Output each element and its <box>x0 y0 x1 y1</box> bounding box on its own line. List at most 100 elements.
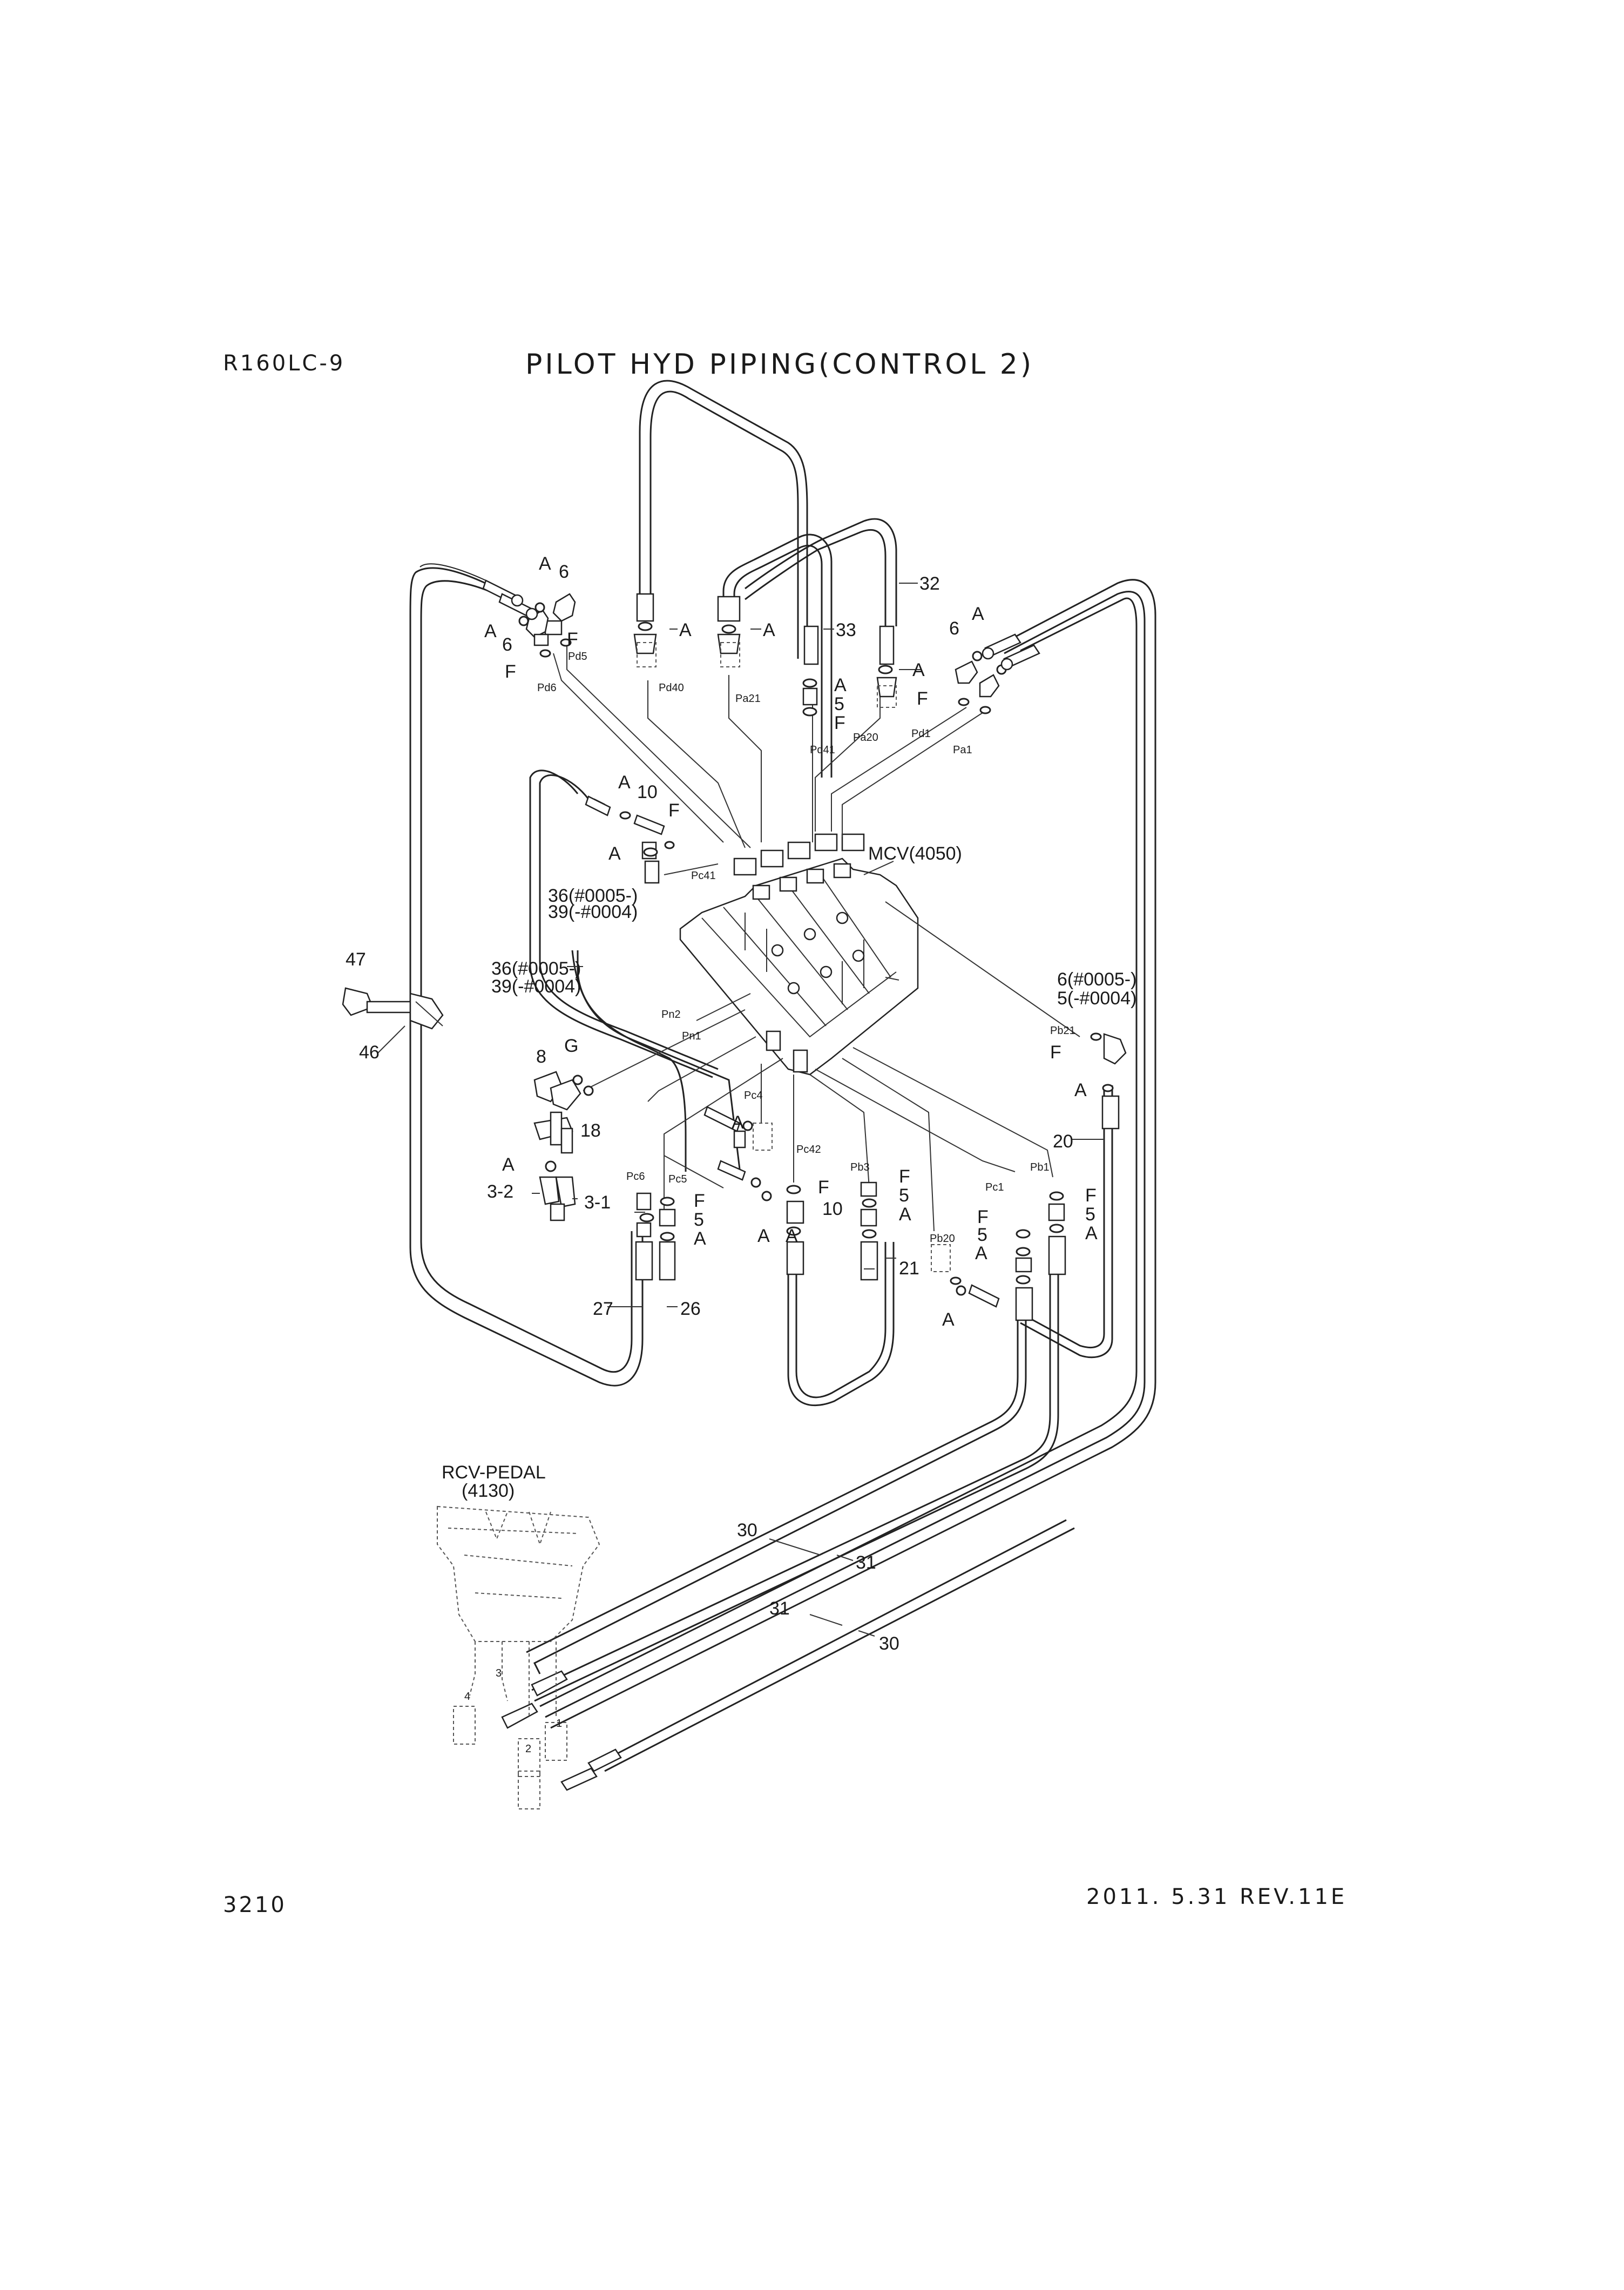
callout-30: 30 <box>879 1633 899 1654</box>
mcv-label: MCV(4050) <box>868 843 962 864</box>
callout-F: F <box>1050 1042 1061 1063</box>
pedal-port-2: 2 <box>525 1743 531 1755</box>
callout-A: A <box>679 620 692 640</box>
callout-21: 21 <box>899 1258 919 1279</box>
page-title: PILOT HYD PIPING(CONTROL 2) <box>525 348 1034 381</box>
callout-36: 36(#0005-) <box>548 886 638 906</box>
callout-6-rev: 6(#0005-) <box>1057 969 1136 990</box>
callout-33: 33 <box>836 620 856 640</box>
port-pb3: Pb3 <box>850 1161 870 1173</box>
callout-3-1: 3-1 <box>584 1192 611 1213</box>
callout-A: A <box>942 1309 955 1330</box>
callout-8: 8 <box>536 1046 546 1067</box>
callout-A: A <box>608 843 621 864</box>
callout-A: A <box>484 621 497 641</box>
rcv-pedal <box>437 1505 600 1809</box>
callout-18: 18 <box>580 1120 601 1141</box>
port-pd41: Pd41 <box>810 744 835 756</box>
callout-G: G <box>564 1036 578 1056</box>
callout-6: 6 <box>949 618 959 639</box>
port-pd1: Pd1 <box>911 728 931 740</box>
callout-39: 39(-#0004) <box>548 902 638 922</box>
callout-labels: A 6 A 6 F F Pd5 Pd6 A A 33 32 Pd40 Pa21 … <box>346 553 1136 1755</box>
callout-A: A <box>834 675 847 695</box>
callout-26: 26 <box>680 1299 701 1319</box>
callout-3-2: 3-2 <box>487 1181 513 1202</box>
page-number: 3210 <box>223 1893 287 1917</box>
callout-A: A <box>618 772 631 793</box>
port-pd5: Pd5 <box>568 651 587 663</box>
callout-F: F <box>834 713 845 733</box>
callout-F: F <box>567 629 578 650</box>
callout-F: F <box>818 1177 829 1198</box>
callout-10: 10 <box>822 1199 843 1219</box>
port-pc4: Pc4 <box>744 1090 762 1102</box>
callout-F: F <box>505 661 516 682</box>
port-pa1: Pa1 <box>953 744 972 756</box>
port-pn2: Pn2 <box>661 1009 681 1021</box>
callout-F: F <box>1085 1185 1097 1206</box>
callout-46: 46 <box>359 1042 380 1063</box>
callout-5: 5 <box>834 694 844 714</box>
callout-5: 5 <box>899 1185 909 1206</box>
port-pn1: Pn1 <box>682 1030 701 1042</box>
callout-A: A <box>975 1243 987 1264</box>
callout-F: F <box>977 1207 989 1227</box>
callout-A: A <box>502 1154 515 1175</box>
port-pc5: Pc5 <box>668 1173 687 1185</box>
pedal-label: RCV-PEDAL <box>442 1462 546 1483</box>
mcv-valve-block <box>679 833 919 1076</box>
port-pb1: Pb1 <box>1030 1161 1050 1173</box>
hose-group <box>409 380 1156 1772</box>
callout-A: A <box>763 620 775 640</box>
callout-6: 6 <box>502 634 512 655</box>
callout-6: 6 <box>559 562 569 582</box>
port-pc1: Pc1 <box>985 1181 1004 1193</box>
port-fittings-dashed <box>637 642 951 1272</box>
pedal-port-1: 1 <box>556 1718 562 1730</box>
model-code: R160LC-9 <box>223 351 346 376</box>
callout-A: A <box>912 660 925 680</box>
callout-A: A <box>757 1226 770 1246</box>
port-pb21: Pb21 <box>1050 1025 1075 1037</box>
port-pb20: Pb20 <box>930 1233 955 1245</box>
port-pa21: Pa21 <box>735 693 761 705</box>
port-pd40: Pd40 <box>659 682 684 694</box>
callout-31: 31 <box>856 1552 876 1573</box>
pedal-part-number: (4130) <box>462 1481 515 1501</box>
callout-5-rev: 5(-#0004) <box>1057 988 1136 1009</box>
port-pc6: Pc6 <box>626 1171 645 1183</box>
callout-5: 5 <box>1085 1204 1095 1225</box>
callout-5: 5 <box>694 1210 704 1230</box>
callout-A: A <box>1085 1223 1098 1244</box>
callout-F: F <box>899 1166 910 1187</box>
callout-10: 10 <box>637 782 658 802</box>
fittings <box>342 579 1127 1791</box>
port-pd6: Pd6 <box>537 682 557 694</box>
port-pc42: Pc42 <box>796 1144 821 1156</box>
pedal-port-3: 3 <box>496 1667 502 1679</box>
callout-A: A <box>732 1112 744 1133</box>
callout-31: 31 <box>769 1598 790 1619</box>
callout-39: 39(-#0004) <box>491 976 581 997</box>
callout-32: 32 <box>919 573 940 594</box>
callout-F: F <box>917 688 928 709</box>
callout-A: A <box>972 604 984 624</box>
callout-A: A <box>1074 1080 1087 1100</box>
callout-F: F <box>694 1191 705 1211</box>
callout-A: A <box>786 1226 798 1246</box>
callout-5: 5 <box>977 1225 987 1245</box>
port-pc41: Pc41 <box>691 870 716 882</box>
callout-F: F <box>668 800 680 821</box>
port-lines <box>553 643 1080 1232</box>
callout-leaders <box>377 583 1104 1637</box>
callout-36: 36(#0005-) <box>491 958 581 979</box>
revision-date: 2011. 5.31 REV.11E <box>1086 1884 1348 1909</box>
callout-47: 47 <box>346 949 366 970</box>
port-pa20: Pa20 <box>853 732 878 744</box>
callout-27: 27 <box>593 1299 613 1319</box>
callout-A: A <box>899 1204 911 1225</box>
pedal-port-4: 4 <box>464 1691 470 1703</box>
